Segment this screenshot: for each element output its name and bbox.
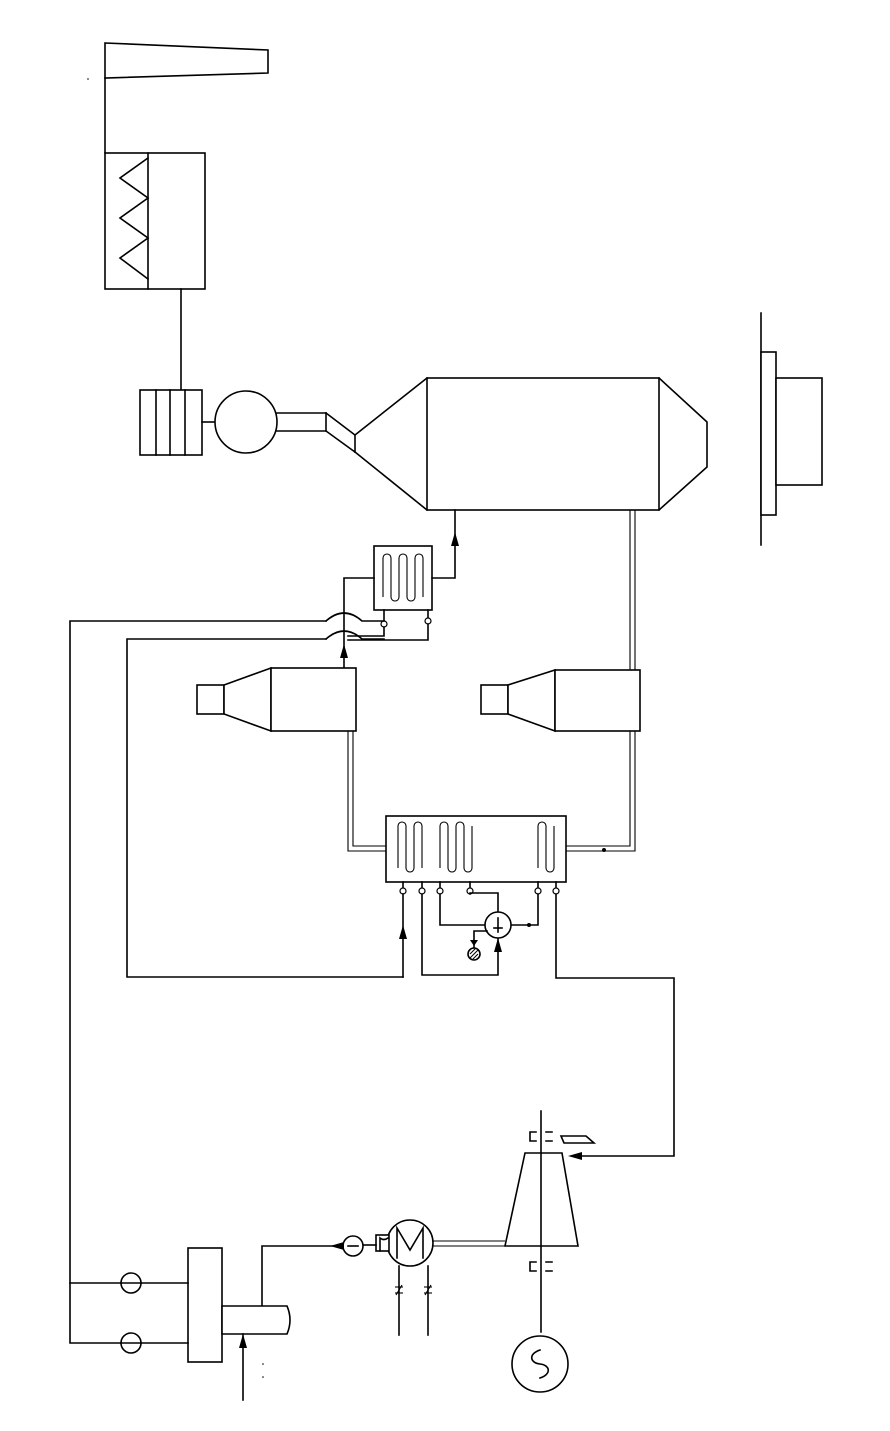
chimney-icon <box>87 42 269 80</box>
cyclone-icon <box>196 666 357 733</box>
kiln-vessel-icon <box>353 376 708 512</box>
filter-unit-icon <box>139 389 203 456</box>
cooling-water-lines <box>395 1265 432 1336</box>
heat-exchanger-icon <box>373 545 433 611</box>
fan-outlet-duct <box>276 411 357 454</box>
feed-water-line <box>261 1245 344 1307</box>
pump-icon <box>120 1272 142 1294</box>
exchanger-feed-line <box>343 577 375 671</box>
burner-icon <box>760 312 823 546</box>
scrubber-tank-icon <box>104 152 206 290</box>
cyclone-left-boiler-duct <box>347 731 386 852</box>
cyclone-right-boiler-duct <box>566 731 636 852</box>
kiln-cyclone-duct <box>629 510 636 670</box>
deaerator-icon <box>187 1247 291 1363</box>
shaft-bearings <box>529 1131 553 1272</box>
check-valve-icon <box>375 1234 390 1252</box>
generator-icon <box>511 1335 569 1393</box>
exchanger-kiln-line <box>431 509 459 579</box>
turbine-condenser-duct <box>433 1240 505 1247</box>
pump-icon <box>120 1332 142 1354</box>
condenser-icon <box>386 1219 434 1267</box>
outer-return-line <box>69 620 327 1344</box>
drum-icon <box>484 911 512 939</box>
heat-exchanger-icon <box>385 815 567 883</box>
valve-icon <box>467 947 481 961</box>
turbine-governor <box>559 1135 597 1144</box>
pump-icon <box>342 1235 364 1257</box>
cyclone-icon <box>480 668 641 733</box>
fan-icon <box>214 390 278 454</box>
inner-return-line <box>126 638 404 978</box>
steam-line <box>555 893 675 1157</box>
